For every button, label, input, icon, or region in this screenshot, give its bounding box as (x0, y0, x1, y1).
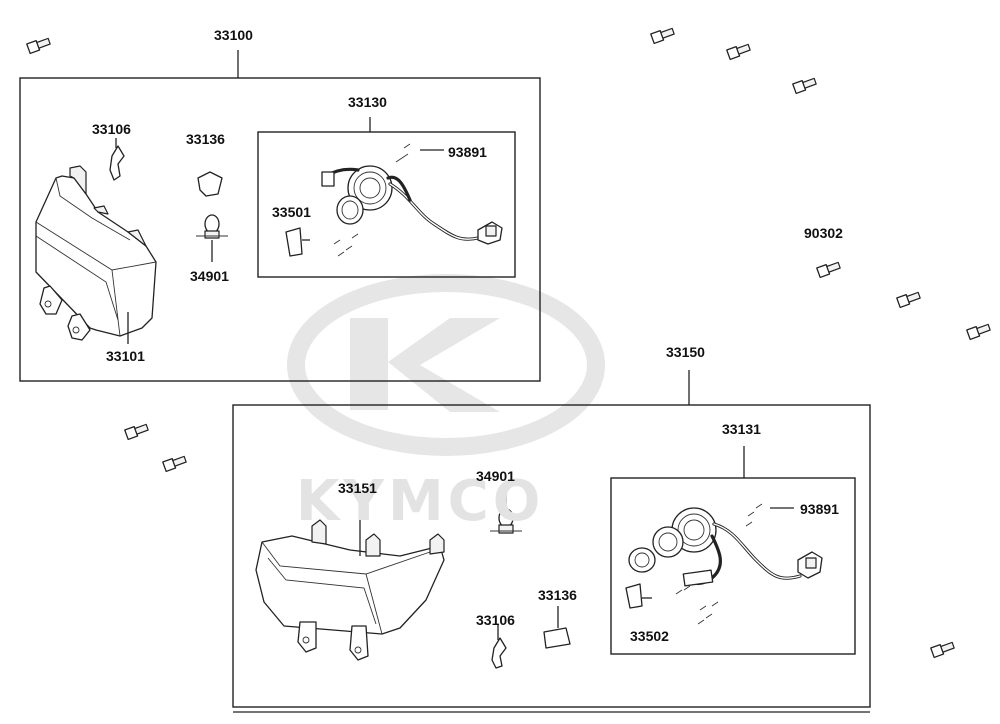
lower-bulb (490, 488, 522, 534)
lower-clip (491, 624, 507, 669)
label-lower-assembly[interactable]: 33150 (666, 344, 705, 360)
label-upper-harness-group[interactable]: 33130 (348, 94, 387, 110)
lower-cover (543, 606, 571, 649)
label-lower-harness-group[interactable]: 33131 (722, 421, 761, 437)
lower-assembly-frame (232, 370, 871, 713)
label-upper-lens-housing[interactable]: 33101 (106, 348, 145, 364)
label-upper-assembly[interactable]: 33100 (214, 27, 253, 43)
label-upper-bulb[interactable]: 34901 (190, 268, 229, 284)
label-lower-cover[interactable]: 33136 (538, 587, 577, 603)
upper-bulb (196, 214, 228, 262)
label-upper-socket[interactable]: 33501 (272, 204, 311, 220)
label-upper-screw[interactable]: 93891 (448, 144, 487, 160)
watermark-text: KYMCO (296, 469, 545, 534)
kymco-logo-watermark (287, 274, 605, 456)
upper-assembly-frame (19, 50, 541, 382)
label-lower-clip[interactable]: 33106 (476, 612, 515, 628)
label-lower-bulb[interactable]: 34901 (476, 468, 515, 484)
label-upper-clip[interactable]: 33106 (92, 121, 131, 137)
lower-lens-housing (255, 500, 445, 661)
upper-harness (285, 143, 503, 257)
label-upper-cover[interactable]: 33136 (186, 131, 225, 147)
label-lower-socket[interactable]: 33502 (630, 628, 669, 644)
label-bolt[interactable]: 90302 (804, 225, 843, 241)
label-lower-screw[interactable]: 93891 (800, 501, 839, 517)
upper-lens-housing (35, 165, 157, 344)
lower-harness (625, 503, 823, 625)
upper-clip (109, 138, 125, 181)
label-lower-lens-housing[interactable]: 33151 (338, 480, 377, 496)
loose-bolts (26, 27, 991, 659)
upper-cover (197, 171, 223, 197)
